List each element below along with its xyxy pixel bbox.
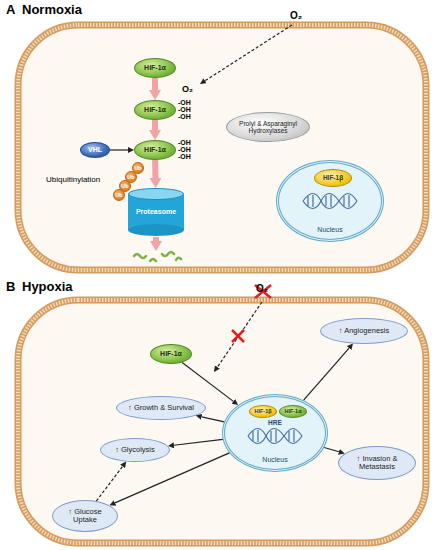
panel-title: Hypoxia	[22, 280, 73, 294]
nucleus-ellipse: Nucleus HIF-1β	[276, 160, 384, 242]
node-text: Proteasome	[136, 208, 176, 216]
node-text: HIF-1β	[323, 174, 343, 181]
node-text: ↑ Invasion & Metastasis	[343, 455, 411, 472]
hif1a-protein: HIF-1α	[150, 344, 192, 364]
oxygen-arrow	[200, 25, 292, 84]
hydroxylase-enzyme: Prolyl & Asparaginyl Hydroxylases	[226, 112, 310, 142]
node-text: ↑ Glycolysis	[115, 446, 155, 454]
effect-bubble: ↑ Glucose Uptake	[52, 500, 118, 532]
effect-bubble: ↑ Invasion & Metastasis	[338, 446, 416, 480]
pathway-arrow	[174, 439, 223, 445]
node-text: ↑ Glucose Uptake	[57, 508, 113, 525]
pathway-arrow	[152, 160, 158, 178]
node-text: HIF-1α	[144, 146, 166, 154]
effect-bubble: ↑ Angiogenesis	[320, 318, 408, 344]
node-text: Ub	[134, 165, 141, 171]
pathway-arrow	[324, 447, 339, 451]
ubiquitin-tag: Ub	[113, 189, 125, 201]
node-text: HIF-1α	[284, 408, 301, 414]
dna-element-label: HRE	[268, 420, 282, 427]
pathway-arrow	[202, 417, 225, 422]
effect-bubble: ↑ Glycolysis	[100, 438, 170, 462]
node-text: HIF-1α	[144, 106, 166, 114]
hydroxyl-group: -OH	[178, 99, 191, 106]
pathway-arrow	[96, 466, 122, 501]
hydroxyl-group: -OH	[178, 146, 191, 153]
pathway-arrow	[110, 149, 128, 150]
oxygen-label: O₂	[256, 284, 268, 295]
node-text: Ub	[127, 174, 134, 180]
oxygen-block	[214, 285, 271, 372]
proteasome-cylinder: Proteasome	[128, 188, 184, 236]
pathway-arrow	[152, 120, 158, 130]
hif1a-protein: HIF-1α	[134, 140, 176, 160]
cell-membrane	[18, 25, 426, 270]
oxygen-label: O₂	[182, 85, 193, 94]
pathway-arrow	[152, 78, 158, 90]
oxygen-label: O₂	[290, 11, 302, 22]
hif1a-protein: HIF-1α	[279, 405, 307, 418]
node-text: HIF-1α	[160, 350, 182, 358]
hif1b-protein: HIF-1β	[314, 169, 352, 187]
panel-letter: B	[6, 280, 15, 294]
node-text: HIF-1β	[254, 408, 271, 414]
node-text: HIF-1α	[144, 64, 166, 72]
membrane-stripes	[18, 300, 426, 543]
panel-letter: A	[6, 3, 15, 17]
node-text: VHL	[88, 146, 102, 154]
cell-membrane	[18, 300, 426, 543]
node-text: ↑ Angiogenesis	[339, 327, 389, 335]
vhl-protein: VHL	[80, 142, 110, 158]
hif1b-protein: HIF-1β	[249, 405, 277, 418]
pathway-arrow	[304, 348, 349, 400]
effect-bubble: ↑ Growth & Survival	[116, 396, 206, 420]
panel-title: Normoxia	[22, 3, 82, 17]
membrane-stripes	[18, 25, 426, 270]
process-label: Ubiquitinylation	[46, 176, 100, 184]
peptide-fragments	[134, 252, 181, 261]
node-text: Ub	[115, 192, 122, 198]
hydroxyl-group: -OH	[178, 106, 191, 113]
hif1a-protein: HIF-1α	[134, 58, 176, 78]
nucleus-ellipse: Nucleus HIF-1β HIF-1α	[222, 394, 328, 472]
hydroxyl-group: -OH	[178, 153, 191, 160]
hif1a-protein: HIF-1α	[134, 100, 176, 120]
pathway-arrow	[182, 362, 233, 401]
hydroxyl-group: -OH	[178, 113, 191, 120]
node-text: Nucleus	[262, 456, 287, 464]
degradation-arrow	[153, 237, 159, 241]
node-text: Prolyl & Asparaginyl Hydroxylases	[233, 120, 303, 134]
node-text: Ub	[121, 183, 128, 189]
node-text: ↑ Growth & Survival	[128, 404, 194, 412]
hydroxyl-group: -OH	[178, 139, 191, 146]
node-text: Nucleus	[317, 226, 342, 234]
